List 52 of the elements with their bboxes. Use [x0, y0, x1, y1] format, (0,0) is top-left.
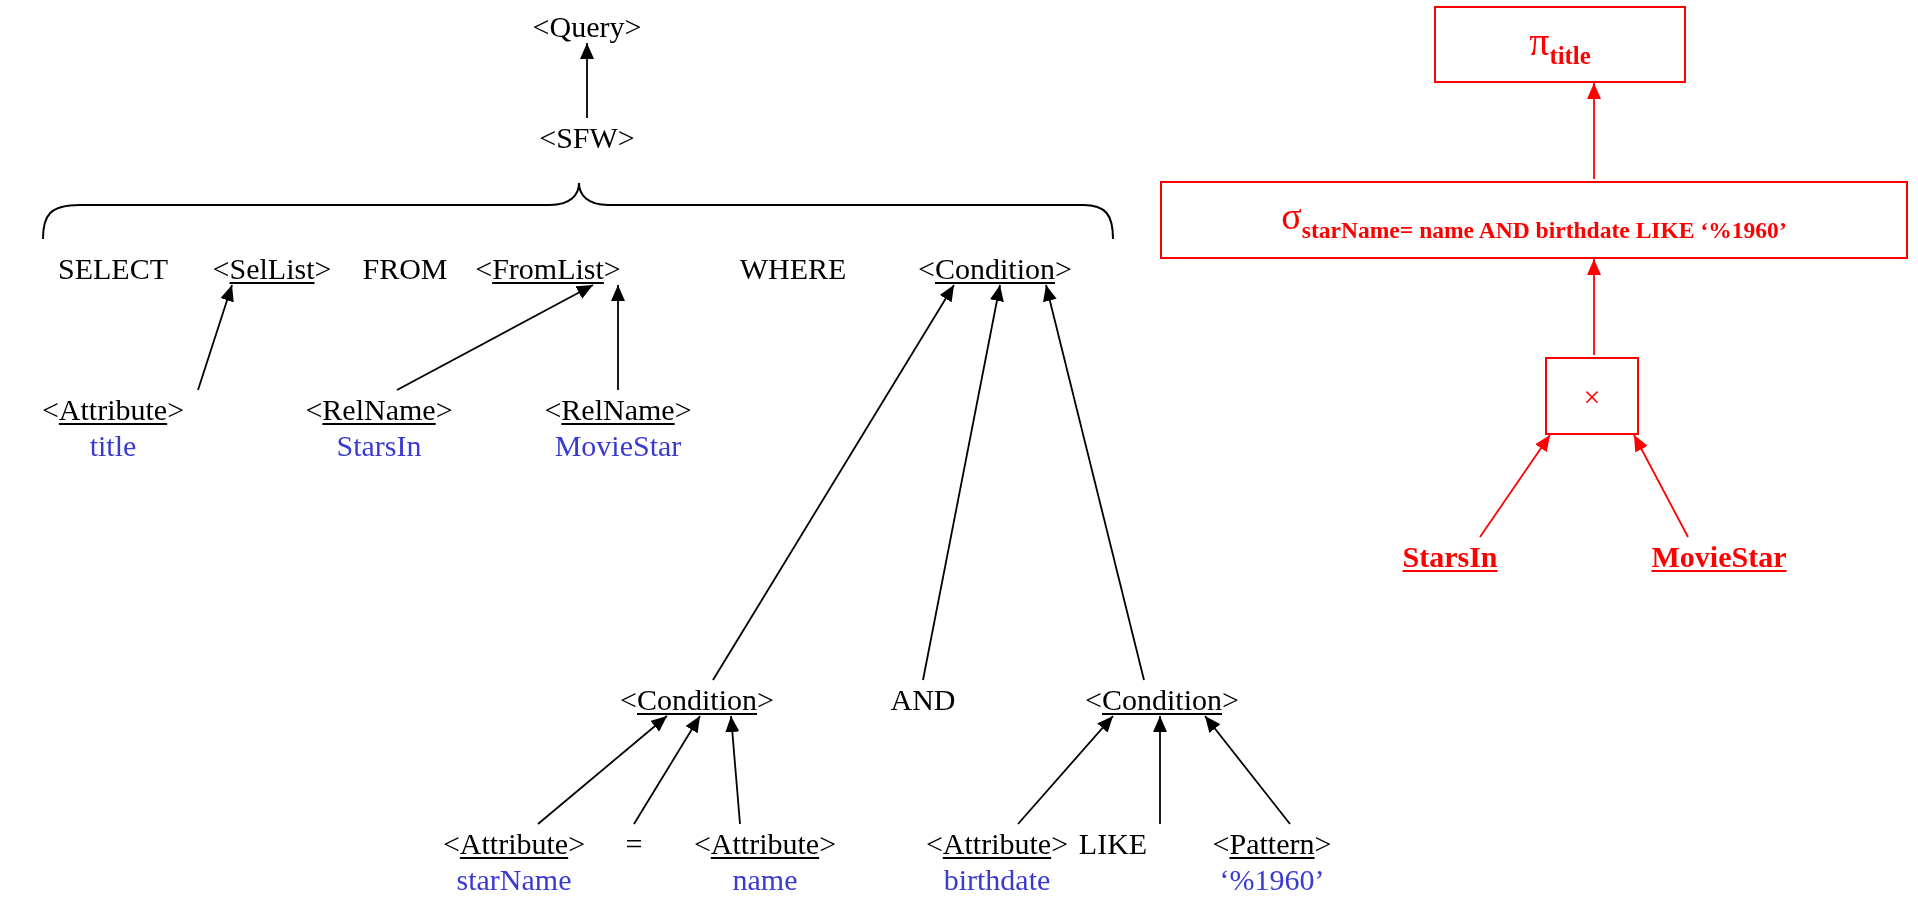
arrow [1043, 284, 1145, 681]
arrow [725, 715, 741, 825]
relation-name: MovieStar [1651, 539, 1787, 575]
arrow [922, 284, 1004, 681]
operator-box [1434, 6, 1686, 83]
arrow [1633, 434, 1689, 538]
arrow [1587, 258, 1601, 356]
nonterminal: <Attribute> [693, 826, 837, 862]
nonterminal: <SelList> [212, 251, 332, 287]
arrow [1479, 434, 1551, 538]
operator-symbol: × [1583, 379, 1601, 413]
nonterminal: <Condition> [620, 682, 774, 718]
keyword: AND [890, 682, 956, 718]
operator-symbol: π$_{title}$ [1529, 19, 1591, 70]
value-text: title [88, 428, 138, 464]
operator-symbol: σ$_{starName= name AND birthdate LIKE ‘%1960’}$ [1281, 196, 1787, 244]
nonterminal: <Condition> [918, 251, 1072, 287]
value-text: ‘%1960’ [1218, 862, 1326, 898]
arrow [1587, 82, 1601, 180]
nonterminal: <SFW> [539, 120, 635, 156]
value-text: birthdate [942, 862, 1052, 898]
nonterminal: <Query> [532, 9, 642, 45]
nonterminal: <RelName> [544, 392, 692, 428]
keyword: FROM [362, 251, 448, 287]
value-text: StarsIn [335, 428, 423, 464]
nonterminal: <Attribute> [442, 826, 586, 862]
arrow [537, 715, 668, 825]
arrow [633, 715, 701, 825]
keyword: WHERE [739, 251, 847, 287]
keyword: LIKE [1078, 826, 1148, 862]
keyword: SELECT [58, 251, 168, 287]
value-text: starName [455, 862, 573, 898]
nonterminal: <RelName> [305, 392, 453, 428]
arrow [1017, 715, 1114, 825]
nonterminal: <Attribute> [925, 826, 1069, 862]
value-text: MovieStar [553, 428, 683, 464]
arrow [1204, 715, 1291, 825]
nonterminal: <Condition> [1085, 682, 1239, 718]
nonterminal: <Attribute> [41, 392, 185, 428]
operator-box [1545, 357, 1639, 435]
operator: = [625, 826, 643, 862]
nonterminal: <FromList> [475, 251, 621, 287]
arrow [396, 284, 594, 391]
arrow [197, 284, 234, 391]
arrow [1153, 715, 1167, 825]
nonterminal: <Pattern> [1212, 826, 1332, 862]
relation-name: StarsIn [1402, 539, 1498, 575]
arrow [712, 284, 955, 681]
value-text: name [731, 862, 799, 898]
arrow [611, 284, 625, 391]
arrow [580, 42, 594, 119]
operator-box [1160, 181, 1908, 259]
